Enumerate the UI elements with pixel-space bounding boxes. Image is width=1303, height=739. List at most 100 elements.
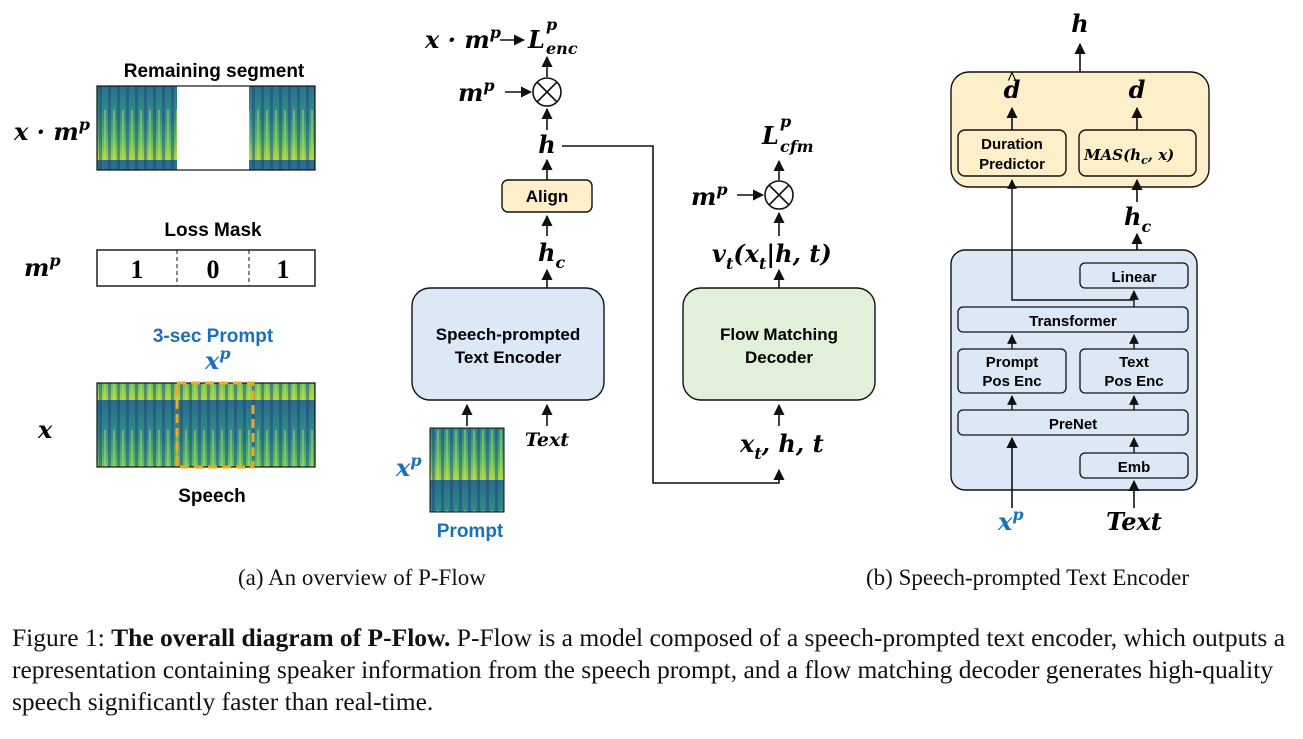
svg-text:xp: xp — [204, 344, 231, 375]
mp-right-sup: p — [716, 180, 727, 199]
masked-spectrogram-label-sup: p — [79, 115, 90, 134]
prenet-label: PreNet — [1049, 416, 1097, 433]
mask-label: m — [24, 253, 49, 282]
vt-arg: (x — [733, 239, 759, 268]
figure-caption-body: P-Flow is a model composed of a speech-p… — [12, 623, 1286, 716]
svg-text:xt, h, t: xt, h, t — [739, 429, 824, 463]
prompt-pos-line1: Prompt — [986, 354, 1039, 371]
speech-symbol: x — [37, 415, 53, 444]
text-pos-enc-box — [1079, 348, 1189, 394]
input-prompt-sup: p — [1012, 505, 1023, 524]
figure-caption: Figure 1: The overall diagram of P-Flow.… — [12, 622, 1294, 718]
mask-value-3: 1 — [277, 255, 290, 284]
duration-line2: Predictor — [979, 156, 1045, 173]
loss-mask-box: 1 0 1 — [96, 249, 316, 287]
mask-label-sup: p — [49, 251, 60, 270]
prompt-symbol: x — [204, 346, 220, 375]
hc-sub-b: c — [1141, 217, 1151, 236]
speech-label: Speech — [178, 486, 246, 507]
prompt-input-sup: p — [410, 451, 421, 470]
top-output-sup: p — [490, 23, 501, 42]
prompt-pos-line2: Pos Enc — [982, 373, 1041, 390]
mp-left-sup: p — [483, 76, 494, 95]
d-label: d — [1129, 75, 1146, 104]
mask-value-2: 0 — [207, 255, 220, 284]
diagram-canvas: Remaining segment x · mp Loss Mask 1 0 1… — [13, 9, 1210, 542]
remaining-segment-title: Remaining segment — [124, 61, 305, 82]
flow-matching-decoder-box — [682, 287, 876, 401]
decoder-label-line2: Decoder — [745, 348, 813, 367]
h-to-decoder-connector — [562, 145, 785, 484]
loss-mask-title: Loss Mask — [164, 220, 262, 241]
mp-left-label: m — [458, 78, 483, 107]
linear-box — [1079, 262, 1189, 289]
d-hat-label: d — [1004, 75, 1021, 104]
svg-text:xp: xp — [395, 451, 422, 482]
prompt-region-box — [175, 381, 255, 469]
speech-spectrogram — [96, 381, 316, 469]
input-text-label: Text — [1106, 507, 1162, 536]
loss-enc-sup: p — [546, 15, 557, 34]
panel-a-spectrograms: Remaining segment x · mp Loss Mask 1 0 1… — [13, 61, 316, 507]
loss-cfm-sub: cfm — [780, 137, 814, 156]
svg-text:mp: mp — [691, 180, 728, 211]
transformer-to-duration-connector — [1007, 179, 1134, 301]
text-input-label: Text — [525, 429, 569, 451]
vt-arg-rest: |h, t) — [766, 239, 831, 268]
align-box — [501, 179, 593, 213]
encoder-label-line1: Speech-prompted — [436, 325, 581, 344]
svg-text:hc: hc — [1124, 202, 1151, 236]
speech-prompted-text-encoder-box — [411, 287, 605, 401]
hc-label-b: h — [1124, 202, 1141, 231]
subcaption-b: (b) Speech-prompted Text Encoder — [866, 565, 1190, 590]
transformer-label: Transformer — [1029, 313, 1117, 330]
svg-text:vt(xt|h, t): vt(xt|h, t) — [712, 239, 832, 273]
prompt-input-symbol: x — [395, 453, 411, 482]
prompt-input-label: Prompt — [437, 521, 504, 542]
mask-value-1: 1 — [131, 255, 144, 284]
duration-line1: Duration — [981, 136, 1043, 153]
align-label: Align — [526, 187, 569, 206]
loss-cfm-sup: p — [780, 112, 791, 131]
mas-box — [1078, 129, 1197, 177]
prenet-box — [957, 409, 1189, 436]
hc-sub-a: c — [555, 253, 565, 272]
svg-text:hc: hc — [538, 238, 565, 272]
duration-predictor-box — [957, 129, 1067, 177]
figure-caption-title: The overall diagram of P-Flow. — [111, 623, 451, 652]
vt-sub: t — [726, 254, 734, 273]
decoder-input-rest: , h, t — [761, 429, 824, 458]
mp-right-label: m — [691, 182, 716, 211]
figure-caption-label: Figure 1: — [12, 623, 105, 652]
svg-text:MAS(hc, x): MAS(hc, x) — [1083, 146, 1174, 167]
prompt-spectrogram — [429, 427, 505, 513]
vt-arg-sub: t — [759, 254, 767, 273]
linear-label: Linear — [1111, 269, 1156, 286]
vt-label: v — [712, 239, 727, 268]
hat-accent: ^ — [1007, 68, 1017, 88]
emb-box — [1079, 452, 1189, 479]
decoder-input-x: x — [739, 429, 755, 458]
prompt-symbol-sup: p — [219, 344, 230, 363]
encoder-label-line2: Text Encoder — [455, 348, 562, 367]
decoder-input-sub: t — [754, 444, 762, 463]
input-prompt-symbol: x — [997, 507, 1013, 536]
loss-cfm-label: L — [761, 121, 779, 150]
prompt-pos-enc-box — [957, 348, 1067, 394]
prompt-title: 3-sec Prompt — [153, 326, 274, 347]
subcaption-a: (a) An overview of P-Flow — [238, 565, 486, 590]
loss-enc-label: L — [527, 25, 545, 54]
top-output-label: x · m — [424, 25, 490, 54]
decoder-label-line1: Flow Matching — [720, 325, 838, 344]
mas-rest: , x) — [1147, 146, 1174, 164]
mas-sub: c — [1141, 154, 1148, 167]
mas-label: MAS(h — [1083, 146, 1141, 164]
h-output-b: h — [1071, 9, 1088, 38]
panel-b: h d ^ d Duration Predictor MAS(hc, x) hc… — [950, 9, 1210, 536]
hc-label-a: h — [538, 238, 555, 267]
